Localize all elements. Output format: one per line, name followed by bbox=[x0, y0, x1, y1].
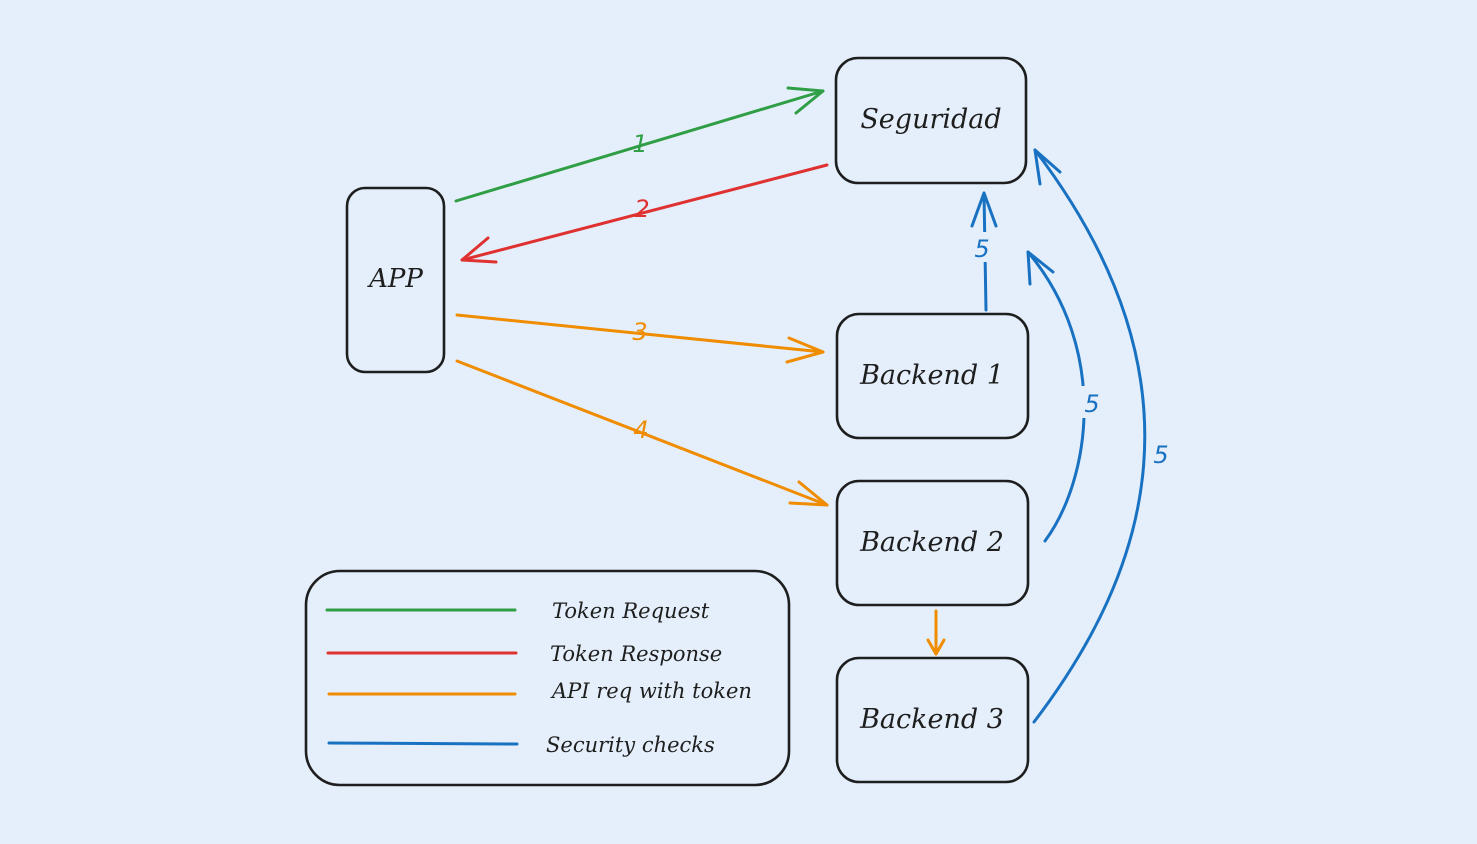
edge-security-backend3: 5 bbox=[1032, 148, 1175, 724]
step5b-label: 5 bbox=[1084, 390, 1099, 418]
backend3-label: Backend 3 bbox=[859, 704, 1004, 735]
backend3-box bbox=[835, 656, 1030, 784]
edge-token-response-line bbox=[460, 163, 829, 262]
legend-label-security-checks: Security checks bbox=[546, 733, 715, 757]
legend-item-api-request: API req with token bbox=[327, 679, 752, 703]
edge-token-request-line bbox=[454, 89, 825, 203]
edge-api-backend2-arrowhead bbox=[788, 480, 829, 507]
app-node: APP bbox=[345, 186, 446, 374]
step2-label: 2 bbox=[634, 195, 649, 223]
step5c-label-bg bbox=[1147, 438, 1175, 470]
legend-label-api-request: API req with token bbox=[550, 679, 752, 703]
edge-security-backend3-arrowhead bbox=[1033, 148, 1062, 186]
legend-item-security-checks: Security checks bbox=[327, 733, 715, 757]
step5c-label: 5 bbox=[1153, 441, 1168, 469]
step5a-label: 5 bbox=[974, 235, 989, 263]
edge-api-backend1-arrowhead bbox=[785, 336, 825, 364]
legend-box bbox=[304, 569, 791, 787]
step5a-label-bg bbox=[970, 232, 998, 262]
backend3-node: Backend 3 bbox=[835, 656, 1030, 784]
step4-label: 4 bbox=[633, 416, 648, 444]
edge-api-backend2: 4 bbox=[455, 359, 829, 507]
seguridad-label: Seguridad bbox=[860, 104, 1001, 135]
edge-api-backend2-line bbox=[455, 359, 829, 507]
backend1-node: Backend 1 bbox=[835, 312, 1030, 440]
legend-item-token-response: Token Response bbox=[326, 642, 722, 666]
edge-security-backend2-arrowhead bbox=[1026, 250, 1055, 286]
edge-api-backend1-line bbox=[455, 313, 825, 354]
legend-label-token-request: Token Request bbox=[552, 599, 710, 623]
edge-api-backend1: 3 bbox=[455, 313, 825, 364]
seguridad-box bbox=[834, 56, 1028, 185]
edge-security-backend2-line bbox=[1026, 250, 1086, 543]
legend-swatch-security-checks bbox=[327, 741, 519, 746]
edge-token-response: 2 bbox=[460, 163, 829, 264]
edge-api-backend3 bbox=[926, 609, 946, 656]
backend2-node: Backend 2 bbox=[835, 479, 1030, 607]
edge-security-backend1: 5 bbox=[970, 191, 998, 312]
edge-token-request-arrowhead bbox=[786, 86, 825, 115]
backend2-label: Backend 2 bbox=[859, 527, 1004, 558]
app-box bbox=[345, 186, 446, 374]
edge-security-backend2: 5 bbox=[1026, 250, 1107, 543]
step5b-label-bg bbox=[1079, 386, 1107, 418]
edge-token-response-arrowhead bbox=[460, 236, 498, 264]
legend: Token Request Token Response API req wit… bbox=[304, 569, 791, 787]
backend1-label: Backend 1 bbox=[859, 360, 1004, 391]
legend-item-token-request: Token Request bbox=[325, 599, 710, 623]
app-label: APP bbox=[367, 264, 423, 294]
seguridad-node: Seguridad bbox=[834, 56, 1028, 185]
edge-security-backend3-line bbox=[1032, 148, 1147, 724]
step3-label: 3 bbox=[632, 318, 647, 346]
legend-label-token-response: Token Response bbox=[550, 642, 722, 666]
backend2-box bbox=[835, 479, 1030, 607]
edge-token-request: 1 bbox=[454, 86, 825, 203]
step1-label: 1 bbox=[632, 130, 647, 158]
edge-api-backend3-arrowhead bbox=[926, 638, 946, 656]
backend1-box bbox=[835, 312, 1030, 440]
edge-security-backend1-arrowhead bbox=[970, 191, 998, 228]
